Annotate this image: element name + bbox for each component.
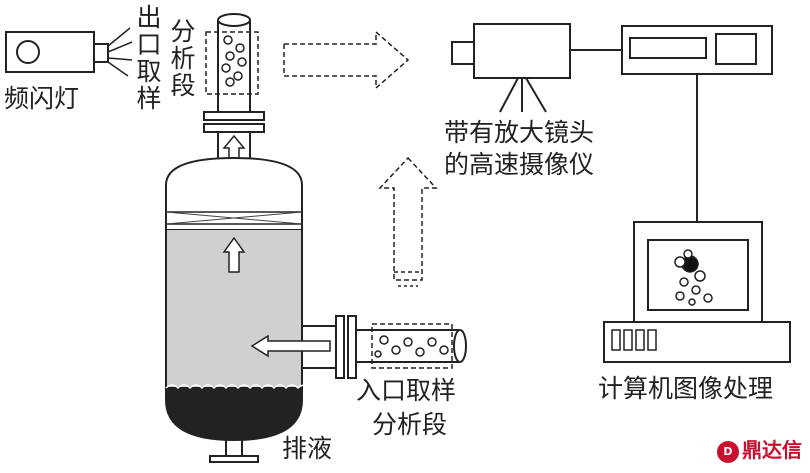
- computer: [603, 221, 791, 363]
- bubble: [703, 293, 713, 303]
- bubble: [403, 337, 413, 347]
- bubble: [683, 249, 693, 259]
- bubble: [675, 291, 685, 301]
- bubble: [374, 350, 382, 358]
- bubble: [415, 347, 425, 357]
- bubble: [225, 77, 235, 87]
- watermark-text: 鼎达信: [742, 438, 802, 462]
- dashed-arrow-up: [378, 156, 438, 287]
- label-camera: 带有放大镜头: [444, 118, 595, 147]
- strobe-lamp: [5, 27, 133, 77]
- outlet-sampling-box: [205, 31, 259, 95]
- watermark-logo-icon: D: [717, 440, 739, 463]
- bubble: [379, 335, 389, 345]
- label-inlet-sampling: 入口取样: [356, 376, 457, 405]
- inlet-pipe: [250, 315, 467, 379]
- dashed-arrow-right: [283, 30, 410, 90]
- bubble: [391, 345, 401, 355]
- control-box: [621, 25, 773, 222]
- bubble: [439, 345, 449, 355]
- high-speed-camera: [451, 23, 622, 113]
- bubble: [223, 35, 233, 45]
- outlet-pipe: [203, 13, 265, 169]
- inlet-sampling-box: [371, 323, 453, 369]
- bubble: [679, 277, 689, 287]
- label-strobe-lamp: 频闪灯: [4, 84, 80, 113]
- bubble: [694, 270, 706, 282]
- label-camera-line2: 的高速摄像仪: [444, 150, 595, 179]
- separator-vessel: [165, 156, 315, 463]
- bubble: [221, 63, 231, 73]
- bubble: [427, 337, 437, 347]
- bubble: [235, 43, 245, 53]
- computer-base: [603, 321, 791, 363]
- label-outlet-sampling-b: 分析段: [170, 17, 196, 100]
- bubble: [691, 285, 701, 295]
- label-inlet-sampling-line2: 分析段: [372, 410, 448, 439]
- label-outlet-sampling-a: 出口取样: [136, 3, 162, 113]
- bubble: [225, 51, 235, 61]
- bubble: [233, 71, 243, 81]
- label-drain: 排液: [282, 434, 333, 463]
- bubble: [688, 298, 696, 306]
- bubble: [237, 57, 247, 67]
- label-computer: 计算机图像处理: [598, 374, 774, 403]
- bubble: [674, 256, 686, 268]
